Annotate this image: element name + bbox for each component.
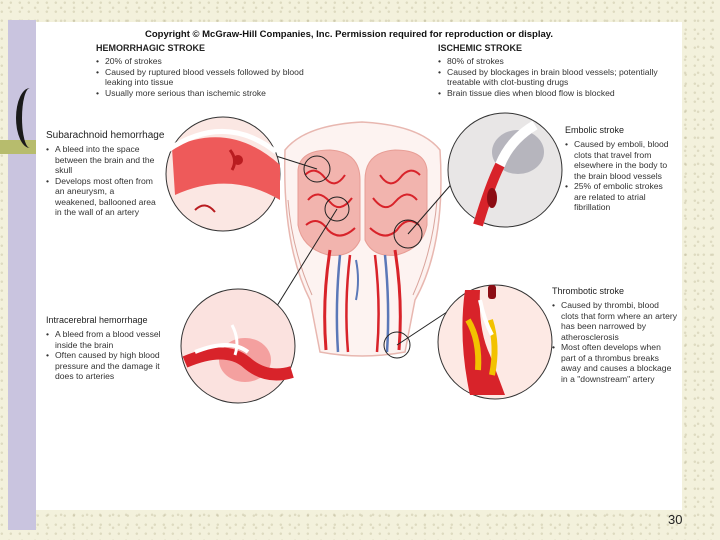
- embolic-heading: Embolic stroke: [565, 125, 624, 135]
- hemorrhagic-bullets: 20% of strokes Caused by ruptured blood …: [96, 56, 316, 98]
- thrombotic-bullets: Caused by thrombi, blood clots that form…: [552, 300, 678, 384]
- ischemic-stroke-heading: ISCHEMIC STROKE: [438, 43, 522, 53]
- page-number: 30: [668, 512, 682, 527]
- ischemic-bullet-3: Brain tissue dies when blood flow is blo…: [438, 88, 663, 99]
- intracerebral-heading: Intracerebral hemorrhage: [46, 315, 148, 325]
- hemorrhagic-bullet-3: Usually more serious than ischemic strok…: [96, 88, 316, 99]
- subarachnoid-bullets: A bleed into the space between the brain…: [46, 144, 158, 218]
- subarachnoid-bullet-1: A bleed into the space between the brain…: [46, 144, 158, 176]
- thrombotic-bullet-1: Caused by thrombi, blood clots that form…: [552, 300, 678, 342]
- ischemic-bullet-1: 80% of strokes: [438, 56, 663, 67]
- intracerebral-zoom: [181, 289, 295, 403]
- intracerebral-bullet-2: Often caused by high blood pressure and …: [46, 350, 176, 382]
- subarachnoid-bullet-2: Develops most often from an aneurysm, a …: [46, 176, 158, 218]
- intracerebral-bullets: A bleed from a blood vessel inside the b…: [46, 329, 176, 382]
- embolic-bullets: Caused by emboli, blood clots that trave…: [565, 139, 677, 213]
- hemorrhagic-bullet-2: Caused by ruptured blood vessels followe…: [96, 67, 316, 88]
- thrombotic-heading: Thrombotic stroke: [552, 286, 624, 296]
- embolic-bullet-2: 25% of embolic strokes are related to at…: [565, 181, 677, 213]
- embolic-zoom: [448, 113, 562, 227]
- thrombotic-zoom: [438, 285, 552, 399]
- ischemic-bullets: 80% of strokes Caused by blockages in br…: [438, 56, 663, 98]
- copyright-notice: Copyright © McGraw-Hill Companies, Inc. …: [145, 29, 585, 40]
- intracerebral-bullet-1: A bleed from a blood vessel inside the b…: [46, 329, 176, 350]
- subarachnoid-heading: Subarachnoid hemorrhage: [46, 130, 164, 141]
- embolic-bullet-1: Caused by emboli, blood clots that trave…: [565, 139, 677, 181]
- subarachnoid-zoom: [166, 117, 280, 231]
- thrombotic-bullet-2: Most often develops when part of a throm…: [552, 342, 678, 384]
- hemorrhagic-stroke-heading: HEMORRHAGIC STROKE: [96, 43, 205, 53]
- ischemic-bullet-2: Caused by blockages in brain blood vesse…: [438, 67, 663, 88]
- hemorrhagic-bullet-1: 20% of strokes: [96, 56, 316, 67]
